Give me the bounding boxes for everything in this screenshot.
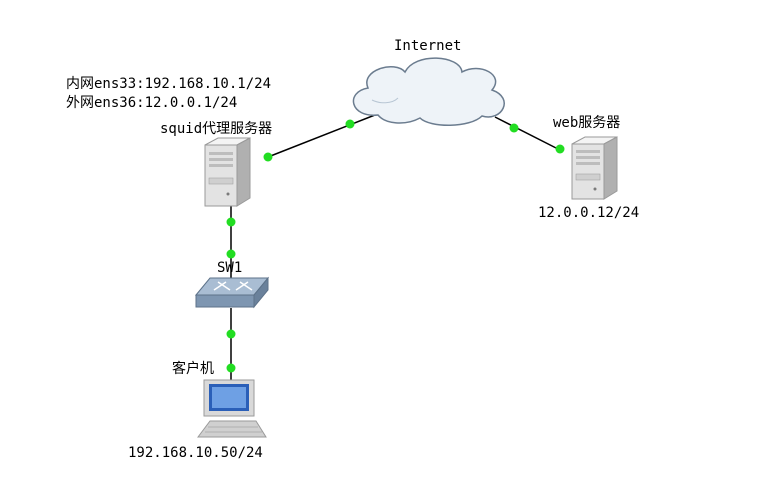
port-dot — [345, 119, 355, 129]
proxy-inner-ip-label: 内网ens33:192.168.10.1/24 — [66, 76, 272, 92]
port-dot — [226, 217, 236, 227]
proxy-outer-ip-label: 外网ens36:12.0.0.1/24 — [66, 95, 238, 111]
proxy-server-icon — [204, 137, 251, 207]
switch-icon — [194, 276, 270, 309]
port-dot — [555, 144, 565, 154]
port-dot — [509, 123, 519, 133]
internet-cloud-icon — [352, 57, 505, 126]
port-dot — [226, 329, 236, 339]
client-pc-icon — [197, 379, 267, 438]
port-dot — [263, 152, 273, 162]
link-proxy-internet — [267, 112, 381, 158]
port-dot — [226, 363, 236, 373]
link-internet-web — [494, 116, 561, 151]
switch-name: SW1 — [217, 260, 243, 276]
internet-label: Internet — [394, 38, 462, 54]
client-ip: 192.168.10.50/24 — [128, 445, 263, 461]
client-name: 客户机 — [172, 361, 214, 377]
proxy-server-name: squid代理服务器 — [160, 121, 273, 137]
port-dot — [226, 249, 236, 259]
web-server-icon — [571, 136, 618, 200]
web-server-name: web服务器 — [553, 115, 621, 131]
web-server-ip: 12.0.0.12/24 — [538, 205, 640, 221]
